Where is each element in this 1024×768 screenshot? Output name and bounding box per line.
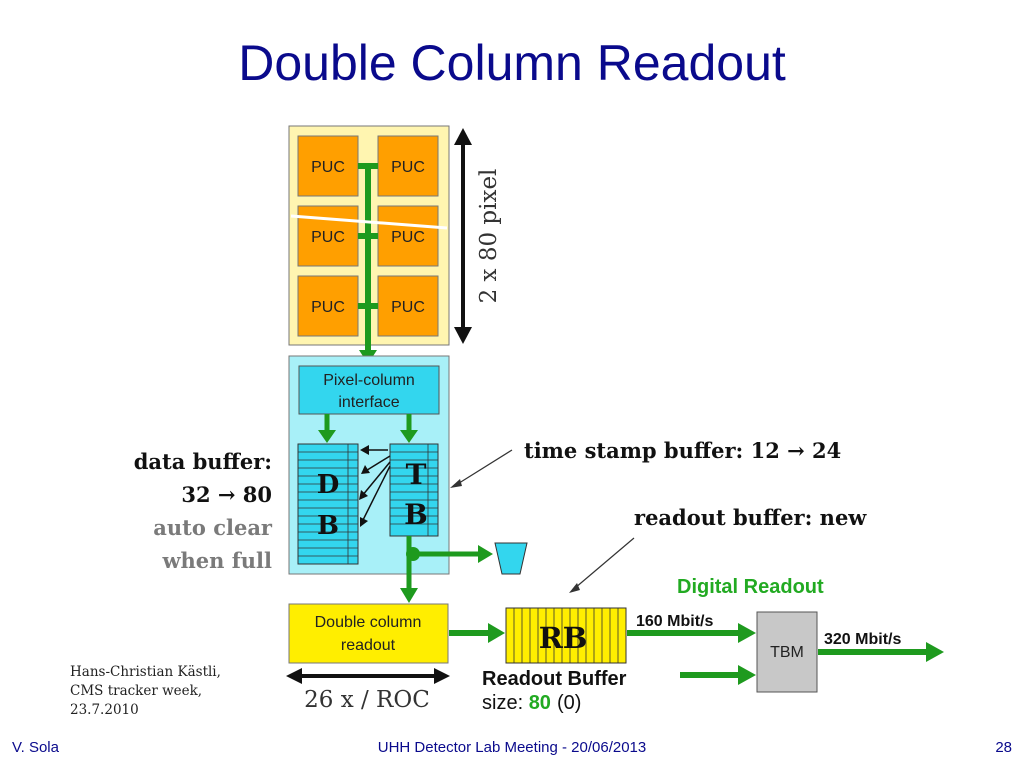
data-buffer-value: 32 → 80 bbox=[181, 482, 272, 507]
puc-cell bbox=[297, 135, 359, 197]
pci-label-line1: Pixel-column bbox=[323, 372, 415, 389]
readout-buffer-label: readout buffer: new bbox=[634, 505, 867, 530]
tb-letter-b: B bbox=[404, 498, 428, 531]
puc-label: PUC bbox=[311, 229, 345, 246]
puc-label: PUC bbox=[311, 159, 345, 176]
second-input-arrowhead bbox=[738, 665, 756, 685]
auto-clear-label: auto clear bbox=[153, 515, 272, 540]
to-dcr-arrowhead bbox=[400, 588, 418, 603]
source-credit: Hans-Christian Kästli, CMS tracker week,… bbox=[70, 663, 221, 720]
pixel-count-label: 2 x 80 pixel bbox=[476, 169, 502, 304]
when-full-label: when full bbox=[162, 548, 272, 573]
time-stamp-buffer-label: time stamp buffer: 12 → 24 bbox=[524, 438, 842, 463]
footer-page-number: 28 bbox=[995, 739, 1012, 756]
to-db-arrowhead bbox=[318, 430, 336, 443]
puc-cell bbox=[377, 275, 439, 337]
credit-line: 23.7.2010 bbox=[70, 702, 139, 718]
puc-label: PUC bbox=[391, 229, 425, 246]
data-buffer-label: data buffer: bbox=[133, 449, 272, 474]
readout-buffer-lines bbox=[513, 608, 619, 663]
puc-cell bbox=[297, 275, 359, 337]
digital-readout-label: Digital Readout bbox=[677, 576, 824, 598]
trigger-funnel bbox=[494, 542, 528, 575]
tsb-pointer bbox=[455, 449, 513, 486]
db-letter-b: B bbox=[317, 511, 339, 541]
dcr-label-line2: readout bbox=[341, 637, 396, 654]
readout-buffer bbox=[505, 607, 627, 664]
puc-label: PUC bbox=[311, 299, 345, 316]
pixel-column-interface bbox=[298, 365, 440, 415]
credit-line: CMS tracker week, bbox=[70, 683, 203, 699]
puc-label: PUC bbox=[391, 159, 425, 176]
db-letter-d: D bbox=[317, 470, 340, 500]
rb-pointer bbox=[574, 537, 635, 589]
footer-event: UHH Detector Lab Meeting - 20/06/2013 bbox=[377, 739, 647, 756]
rb-size-line: size: 80 (0) bbox=[482, 692, 581, 714]
rb-size-old: (0) bbox=[557, 692, 581, 714]
data-buffer bbox=[297, 443, 359, 565]
time-stamp-buffer-lines bbox=[390, 444, 438, 536]
tb-letter-t: T bbox=[406, 458, 427, 491]
footer-author: V. Sola bbox=[12, 739, 59, 756]
rb-to-tbm-arrowhead bbox=[738, 623, 756, 643]
roc-label: 26 x / ROC bbox=[304, 687, 430, 713]
credit-line: Hans-Christian Kästli, bbox=[70, 664, 221, 680]
time-stamp-buffer bbox=[389, 443, 439, 537]
data-buffer-lines bbox=[298, 444, 358, 564]
slide-title: Double Column Readout bbox=[238, 35, 786, 91]
tbm-label: TBM bbox=[770, 644, 804, 661]
rate-160-label: 160 Mbit/s bbox=[636, 613, 713, 630]
puc-label: PUC bbox=[391, 299, 425, 316]
rb-size-value: 80 bbox=[529, 692, 551, 714]
pci-label-line2: interface bbox=[338, 394, 399, 411]
puc-cell bbox=[377, 135, 439, 197]
rb-label: RB bbox=[539, 621, 588, 655]
trigger-arrowhead bbox=[478, 545, 493, 563]
dcr-label-line1: Double column bbox=[315, 614, 422, 631]
rb-title: Readout Buffer bbox=[482, 668, 627, 690]
rate-320-label: 320 Mbit/s bbox=[824, 631, 901, 648]
tbm-out-arrowhead bbox=[926, 642, 944, 662]
break-line bbox=[290, 214, 448, 230]
dcr-to-rb-arrowhead bbox=[488, 623, 505, 643]
to-tb-arrowhead bbox=[400, 430, 418, 443]
double-column-readout bbox=[288, 603, 449, 664]
puc-cell bbox=[377, 205, 439, 267]
rb-size-prefix: size: bbox=[482, 692, 529, 714]
tbm-box bbox=[756, 611, 818, 693]
